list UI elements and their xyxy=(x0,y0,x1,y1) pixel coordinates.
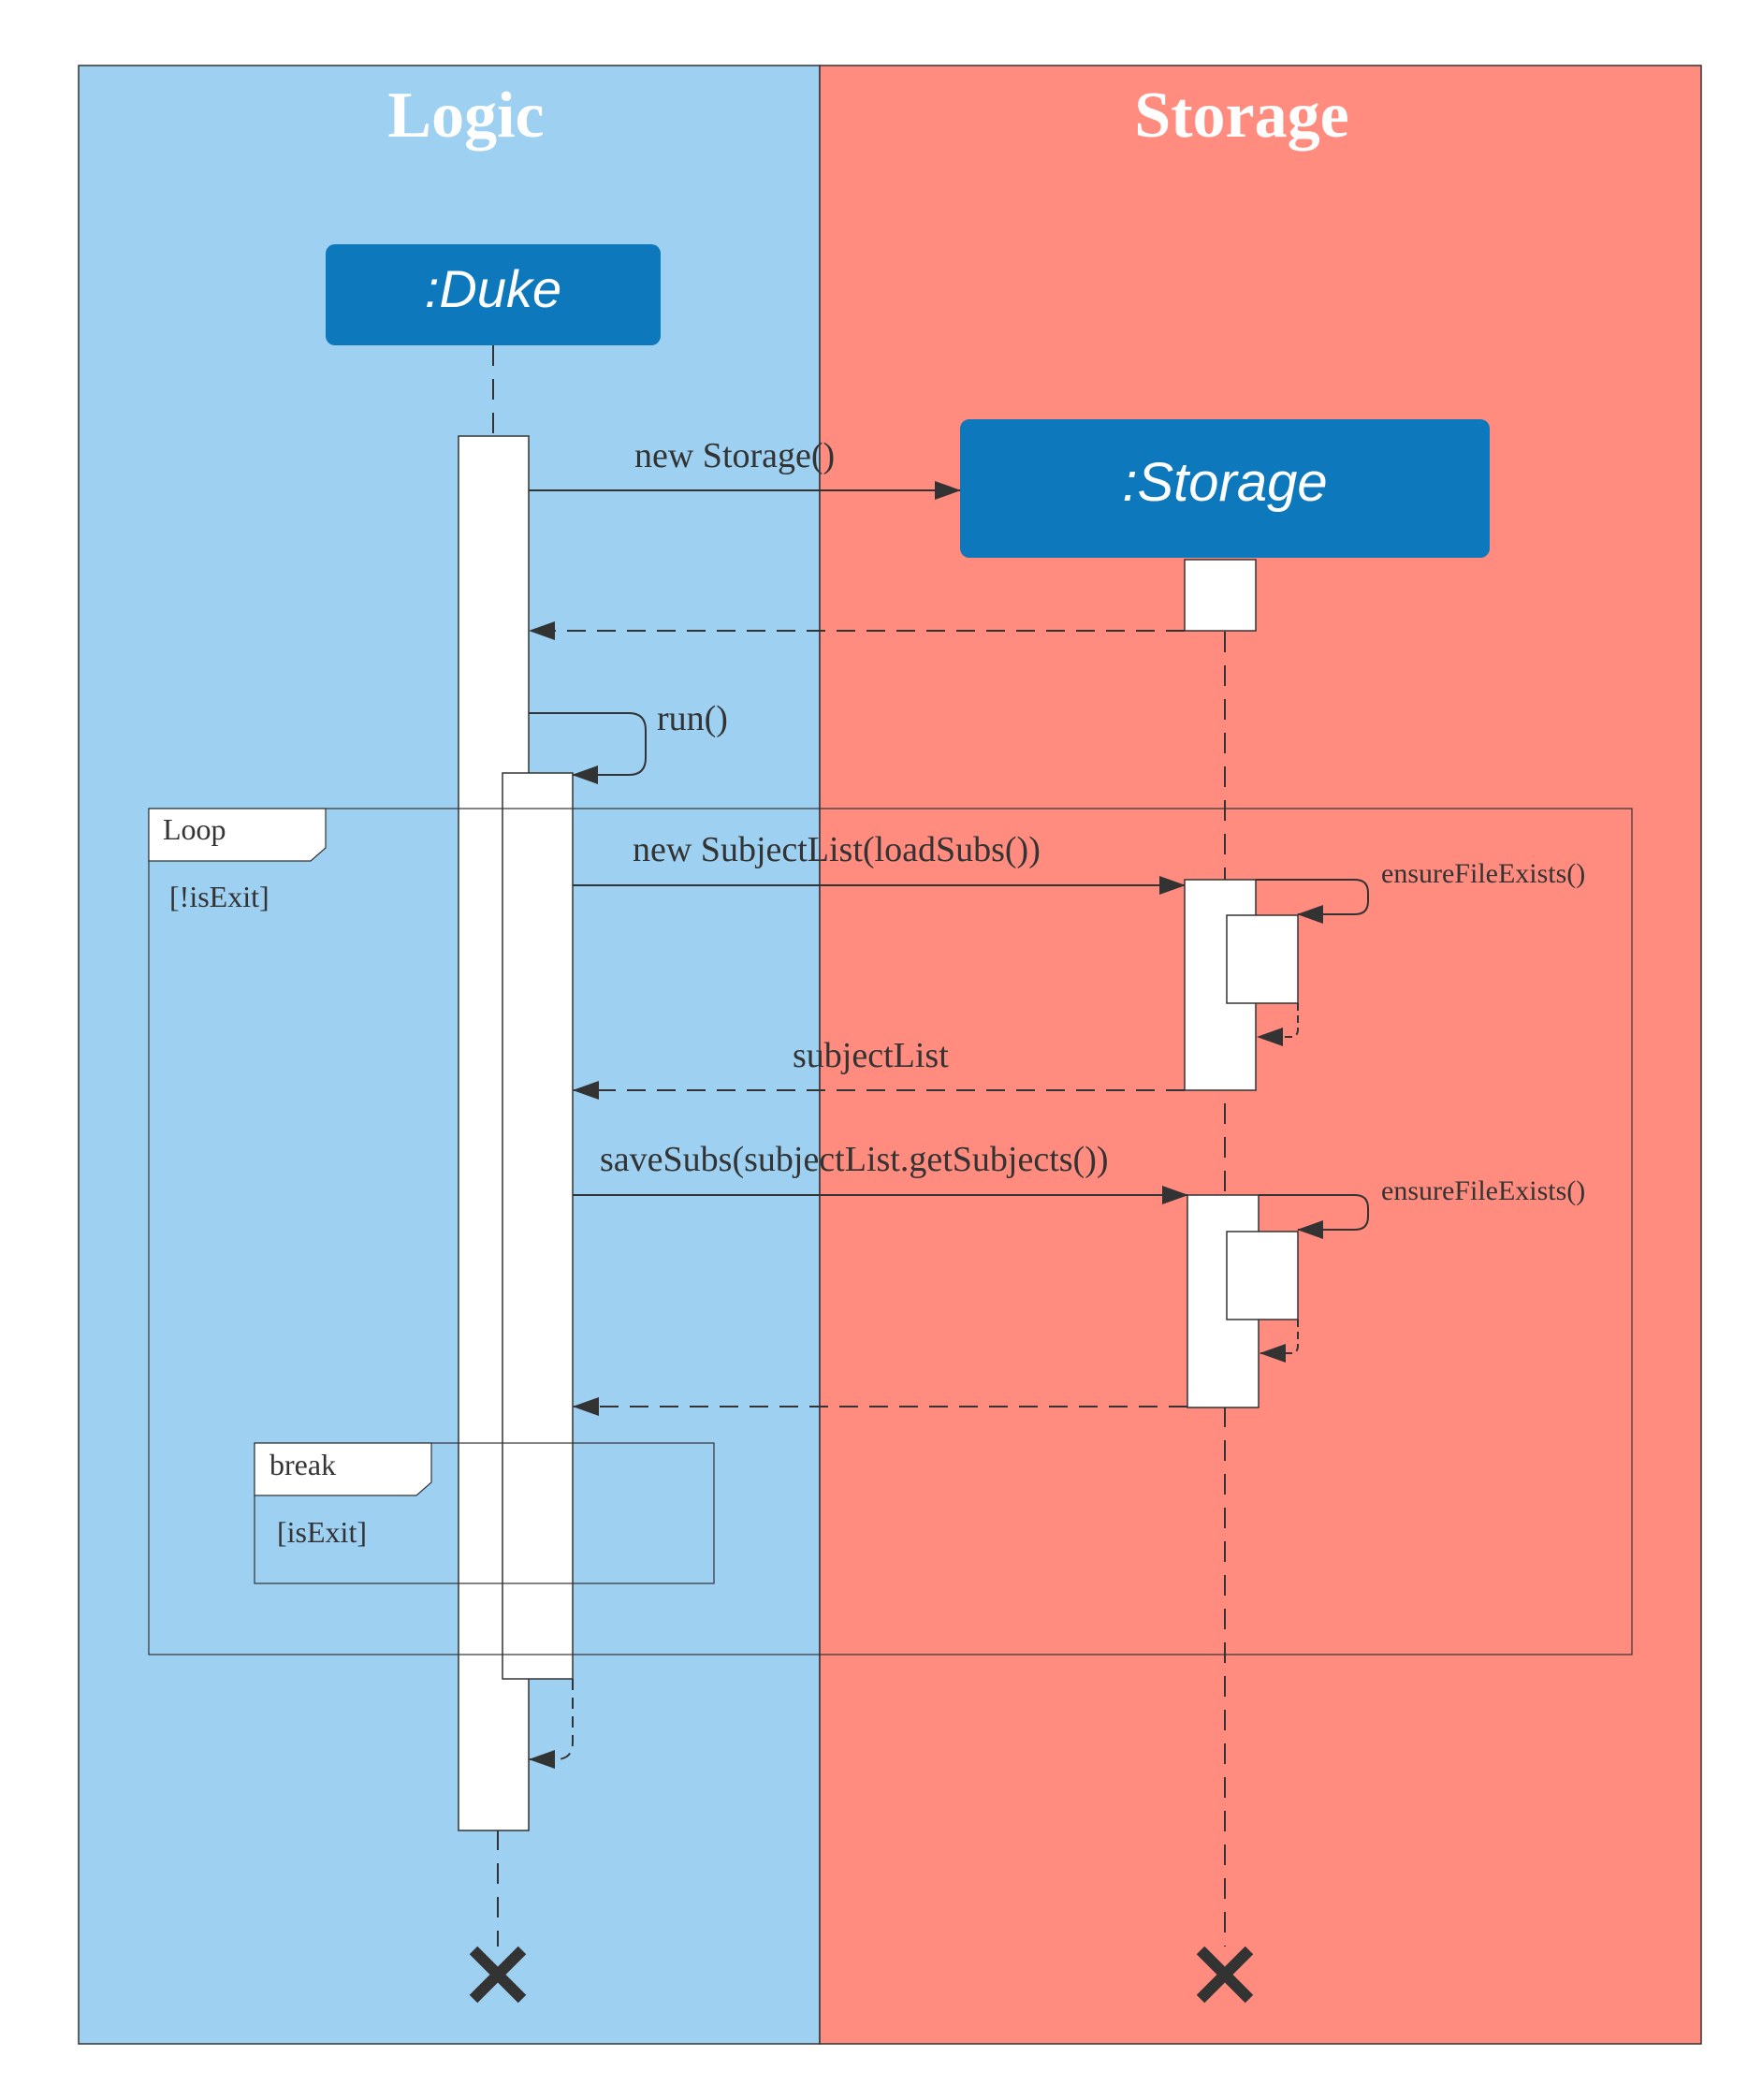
lifeline-label-storage: :Storage xyxy=(1122,452,1327,513)
fragment-break-guard: [isExit] xyxy=(277,1515,367,1549)
return-ensure-file-exists-1 xyxy=(1257,1003,1299,1046)
fragment-break-operator: break xyxy=(269,1448,336,1481)
return-ensure-file-exists-2 xyxy=(1260,1320,1299,1363)
lifeline-head-duke xyxy=(326,244,661,345)
message-run xyxy=(529,712,647,784)
message-label-run: run() xyxy=(657,699,728,738)
lane-title-logic: Logic xyxy=(387,80,544,152)
message-label-ensure-file-exists-1: ensureFileExists() xyxy=(1381,858,1585,889)
fragment-loop-tag xyxy=(148,808,327,862)
lane-title-storage: Storage xyxy=(1134,80,1348,152)
destroy-storage-icon xyxy=(1196,1946,1254,2004)
activation-storage-ctor xyxy=(1184,559,1257,632)
return-label-subject-list: subjectList xyxy=(793,1036,949,1075)
lifeline-head-storage xyxy=(960,419,1490,558)
return-run xyxy=(529,1679,574,1769)
destroy-duke-icon xyxy=(469,1946,527,2004)
activation-duke-run xyxy=(502,772,574,1680)
message-label-ensure-file-exists-2: ensureFileExists() xyxy=(1381,1175,1585,1206)
message-label-new-storage: new Storage() xyxy=(634,436,835,475)
message-label-new-subject-list: new SubjectList(loadSubs()) xyxy=(633,830,1041,869)
message-label-save-subs: saveSubs(subjectList.getSubjects()) xyxy=(600,1140,1109,1179)
fragment-loop-operator: Loop xyxy=(163,812,226,846)
fragment-loop-guard: [!isExit] xyxy=(169,880,269,913)
message-ensure-file-exists-2 xyxy=(1259,1194,1369,1239)
activation-ensure-1 xyxy=(1226,914,1299,1004)
lane-storage xyxy=(819,65,1702,2045)
fragment-break-tag xyxy=(254,1442,432,1496)
fragment-break xyxy=(254,1442,715,1584)
message-ensure-file-exists-1 xyxy=(1256,879,1369,924)
lane-logic xyxy=(78,65,821,2045)
fragment-loop xyxy=(148,808,1633,1655)
activation-ensure-2 xyxy=(1226,1231,1299,1320)
lifeline-label-duke: :Duke xyxy=(425,259,561,318)
